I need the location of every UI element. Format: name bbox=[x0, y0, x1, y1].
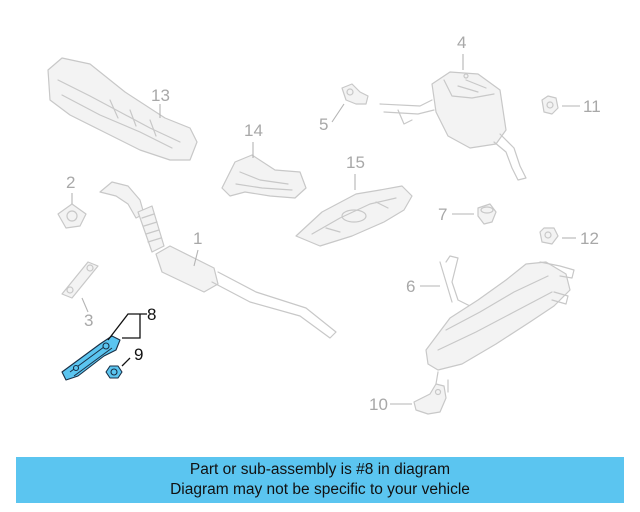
part-6-center-muffler[interactable] bbox=[425, 255, 575, 371]
part-12-mount[interactable] bbox=[539, 227, 559, 245]
callout-13: 13 bbox=[151, 86, 170, 105]
callout-3: 3 bbox=[84, 311, 93, 330]
leader-3 bbox=[81, 297, 89, 313]
part-3-bracket[interactable] bbox=[61, 261, 99, 299]
part-7-clamp[interactable] bbox=[477, 203, 497, 225]
part-11-mount[interactable] bbox=[541, 95, 559, 115]
callout-10: 10 bbox=[369, 395, 388, 414]
part-14-manifold-shield[interactable] bbox=[221, 154, 307, 199]
callout-9: 9 bbox=[134, 345, 143, 364]
callout-5: 5 bbox=[319, 115, 328, 134]
part-1-front-pipe[interactable] bbox=[99, 181, 337, 339]
leader-1 bbox=[193, 249, 199, 267]
callout-14: 14 bbox=[244, 121, 263, 140]
leader-5 bbox=[331, 103, 345, 123]
callout-11: 11 bbox=[583, 97, 601, 116]
part-2-gasket[interactable] bbox=[57, 203, 87, 229]
callout-2: 2 bbox=[66, 173, 75, 192]
callout-7: 7 bbox=[438, 205, 447, 224]
callout-4: 4 bbox=[457, 33, 466, 52]
callout-15: 15 bbox=[346, 153, 365, 172]
part-9-nut-highlighted[interactable] bbox=[105, 365, 123, 379]
part-5-hanger[interactable] bbox=[341, 83, 369, 105]
callout-1: 1 bbox=[193, 229, 202, 248]
banner-line-2: Diagram may not be specific to your vehi… bbox=[170, 481, 470, 498]
callout-6: 6 bbox=[406, 277, 415, 296]
info-banner: Part or sub-assembly is #8 in diagram Di… bbox=[16, 457, 624, 503]
part-10-hanger-bracket[interactable] bbox=[413, 371, 449, 415]
part-15-underbody-shield[interactable] bbox=[295, 185, 413, 247]
leader-8-branch bbox=[122, 314, 141, 339]
callout-8: 8 bbox=[147, 305, 156, 324]
leader-8 bbox=[107, 313, 147, 341]
part-4-rear-muffler[interactable] bbox=[379, 71, 527, 181]
part-13-heat-shield[interactable] bbox=[47, 57, 198, 161]
part-8-bracket-highlighted[interactable] bbox=[61, 335, 121, 381]
leader-9 bbox=[121, 357, 131, 367]
callout-12: 12 bbox=[580, 229, 599, 248]
exhaust-parts-diagram: 13 14 2 3 1 8 bbox=[47, 33, 601, 415]
banner-line-1: Part or sub-assembly is #8 in diagram bbox=[189, 461, 451, 478]
